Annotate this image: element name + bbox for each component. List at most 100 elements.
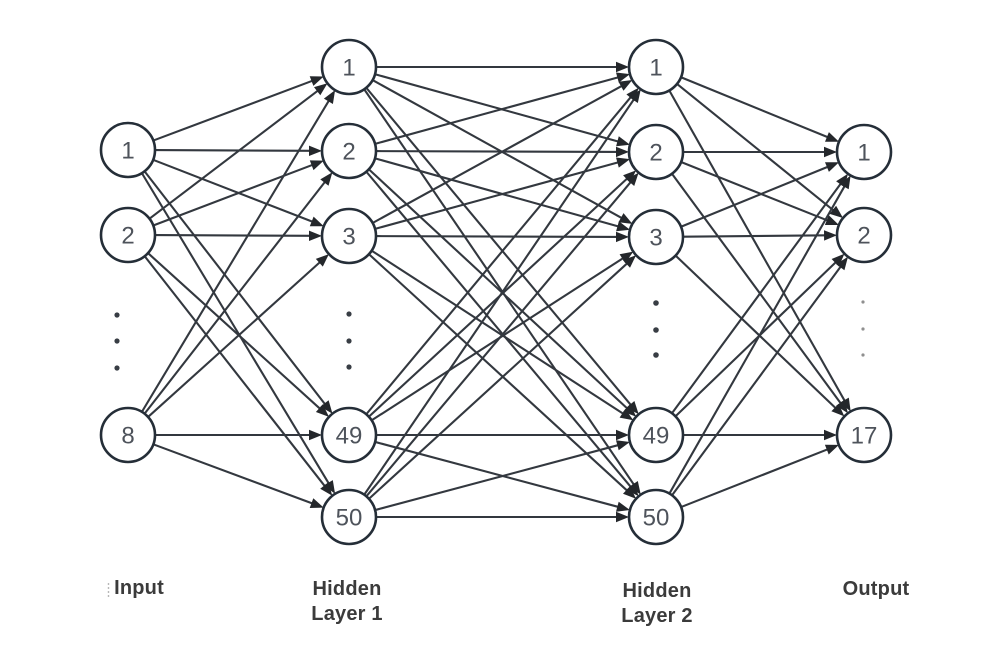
- edge-hidden-layer-1-3-to-hidden-layer-2-2: [375, 160, 622, 230]
- output-ellipsis-dot-2: [861, 327, 865, 331]
- arrowhead-hidden-layer-1-2: [309, 160, 324, 171]
- arrowhead-hidden-layer-2-1: [626, 87, 639, 101]
- arrowhead-output-1: [825, 132, 839, 142]
- arrowhead-hidden-layer-1-2: [320, 172, 333, 186]
- arrowhead-hidden-layer-1-1: [314, 83, 328, 96]
- arrowhead-output-1: [825, 162, 839, 172]
- hidden-layer-1-node-1-label: 1: [342, 55, 355, 82]
- arrowhead-output-17: [836, 399, 848, 414]
- output-node-2: [835, 206, 893, 264]
- arrowhead-hidden-layer-2-2: [616, 157, 630, 168]
- edge-hidden-layer-1-2-to-hidden-layer-2-1: [375, 75, 622, 145]
- hidden-layer-2-node-49: [627, 406, 685, 464]
- output-node-17-label: 17: [851, 423, 878, 450]
- arrowhead-hidden-layer-2-49: [626, 401, 639, 415]
- hidden-layer-2-node-2: [627, 123, 685, 181]
- edge-hidden-layer-2-2-to-output-17: [671, 173, 844, 407]
- arrowhead-hidden-layer-2-3: [618, 213, 633, 224]
- edge-hidden-layer-1-49-to-hidden-layer-2-50: [375, 441, 622, 509]
- arrowhead-hidden-layer-2-2: [616, 136, 630, 147]
- edge-hidden-layer-2-49-to-output-1: [671, 180, 844, 414]
- edge-hidden-layer-2-50-to-output-17: [681, 447, 831, 508]
- edge-hidden-layer-1-3-to-hidden-layer-2-1: [372, 83, 626, 224]
- edge-input-2-to-hidden-layer-1-1: [149, 87, 321, 219]
- layer-caption-output: Output: [843, 577, 910, 602]
- edge-input-8-to-hidden-layer-1-1: [141, 97, 332, 412]
- arrowhead-hidden-layer-2-2: [626, 172, 639, 186]
- edge-hidden-layer-2-3-to-output-2: [683, 234, 829, 238]
- input-ellipsis-dot-1: [114, 312, 120, 318]
- edge-hidden-layer-2-1-to-output-1: [681, 76, 832, 140]
- layer-caption-input: Input: [114, 576, 164, 601]
- hidden-layer-2-node-3: [627, 208, 685, 266]
- arrowhead-hidden-layer-1-50: [309, 498, 324, 508]
- arrowhead-hidden-layer-2-50: [616, 501, 630, 512]
- arrowhead-hidden-layer-1-3: [309, 230, 322, 241]
- hidden-layer-2-node-2-label: 2: [649, 140, 662, 167]
- arrowhead-output-2: [831, 253, 845, 267]
- arrowhead-hidden-layer-1-49: [309, 429, 322, 441]
- edge-hidden-layer-1-50-to-hidden-layer-2-49: [375, 443, 622, 511]
- edge-input-1-to-hidden-layer-1-50: [141, 173, 332, 487]
- layer-caption-hidden-1-line-2: Layer 1: [311, 603, 383, 625]
- hidden-layer-1-node-2: [320, 122, 378, 180]
- layer-caption-input-line: Input: [114, 577, 164, 599]
- arrowhead-hidden-layer-1-3: [315, 254, 329, 267]
- edge-hidden-layer-1-1-to-hidden-layer-2-50: [363, 89, 637, 488]
- arrowhead-hidden-layer-2-49: [616, 440, 630, 451]
- arrowhead-hidden-layer-2-3: [619, 251, 634, 264]
- arrowhead-hidden-layer-2-1: [629, 89, 641, 103]
- hidden-layer-2-node-50: [627, 488, 685, 546]
- input-node-1: [99, 121, 157, 179]
- layer-caption-hidden-1-line-1: Hidden: [312, 578, 382, 600]
- edge-input-2-to-hidden-layer-1-2: [153, 162, 316, 227]
- edge-input-2-to-hidden-layer-1-50: [144, 256, 328, 490]
- output-node-17: [835, 406, 893, 464]
- layer-caption-hidden-2-line-1: Hidden: [622, 580, 692, 602]
- arrowhead-hidden-layer-2-3: [616, 221, 630, 232]
- arrowhead-output-2: [824, 215, 839, 225]
- arrowhead-output-1: [839, 175, 851, 190]
- input-node-2-label: 2: [121, 223, 134, 250]
- hidden-layer-1-node-1: [320, 38, 378, 96]
- hidden-layer-1-ellipsis-dot-2: [346, 338, 352, 344]
- edge-input-8-to-hidden-layer-1-3: [148, 259, 323, 418]
- arrowhead-hidden-layer-2-2: [616, 146, 629, 158]
- arrowhead-hidden-layer-2-1: [616, 72, 630, 83]
- hidden-layer-2-node-50-label: 50: [643, 505, 670, 532]
- output-node-1-label: 1: [857, 140, 870, 167]
- arrowhead-output-17: [831, 403, 845, 417]
- edge-input-2-to-hidden-layer-1-3: [155, 234, 314, 237]
- arrowhead-hidden-layer-1-50: [320, 482, 333, 496]
- hidden-layer-1-ellipsis-dot-1: [346, 311, 352, 317]
- arrowhead-hidden-layer-2-1: [616, 61, 629, 73]
- arrowhead-hidden-layer-2-49: [623, 404, 637, 417]
- hidden-layer-1-node-2-label: 2: [342, 139, 355, 166]
- hidden-layer-2-node-49-label: 49: [643, 423, 670, 450]
- edges-group: [141, 65, 848, 519]
- edge-hidden-layer-1-49-to-hidden-layer-2-1: [366, 93, 634, 415]
- arrowhead-hidden-layer-1-49: [315, 404, 329, 417]
- hidden-layer-1-node-49-label: 49: [336, 423, 363, 450]
- ellipsis-dots-group: [114, 300, 865, 371]
- edge-hidden-layer-1-2-to-hidden-layer-2-3: [375, 157, 622, 229]
- output-ellipsis-dot-1: [861, 300, 865, 304]
- hidden-layer-1-node-3-label: 3: [342, 224, 355, 251]
- input-ellipsis-dot-2: [114, 338, 120, 344]
- hidden-layer-1-node-50: [320, 488, 378, 546]
- arrowhead-hidden-layer-2-50: [626, 483, 639, 497]
- arrowhead-output-1: [824, 146, 837, 158]
- hidden-layer-2-ellipsis-dot-3: [653, 352, 659, 358]
- arrowhead-hidden-layer-2-50: [623, 486, 637, 499]
- hidden-layer-1-node-49: [320, 406, 378, 464]
- edge-hidden-layer-1-1-to-hidden-layer-2-3: [372, 79, 626, 221]
- edge-hidden-layer-1-1-to-hidden-layer-2-2: [375, 73, 622, 144]
- input-node-8: [99, 406, 157, 464]
- edge-hidden-layer-1-50-to-hidden-layer-2-2: [366, 178, 634, 497]
- arrowhead-hidden-layer-2-1: [618, 80, 633, 91]
- edge-input-8-to-hidden-layer-1-50: [153, 443, 316, 506]
- layer-caption-output-line: Output: [842, 578, 910, 600]
- hidden-layer-1-ellipsis-dot-3: [346, 364, 352, 370]
